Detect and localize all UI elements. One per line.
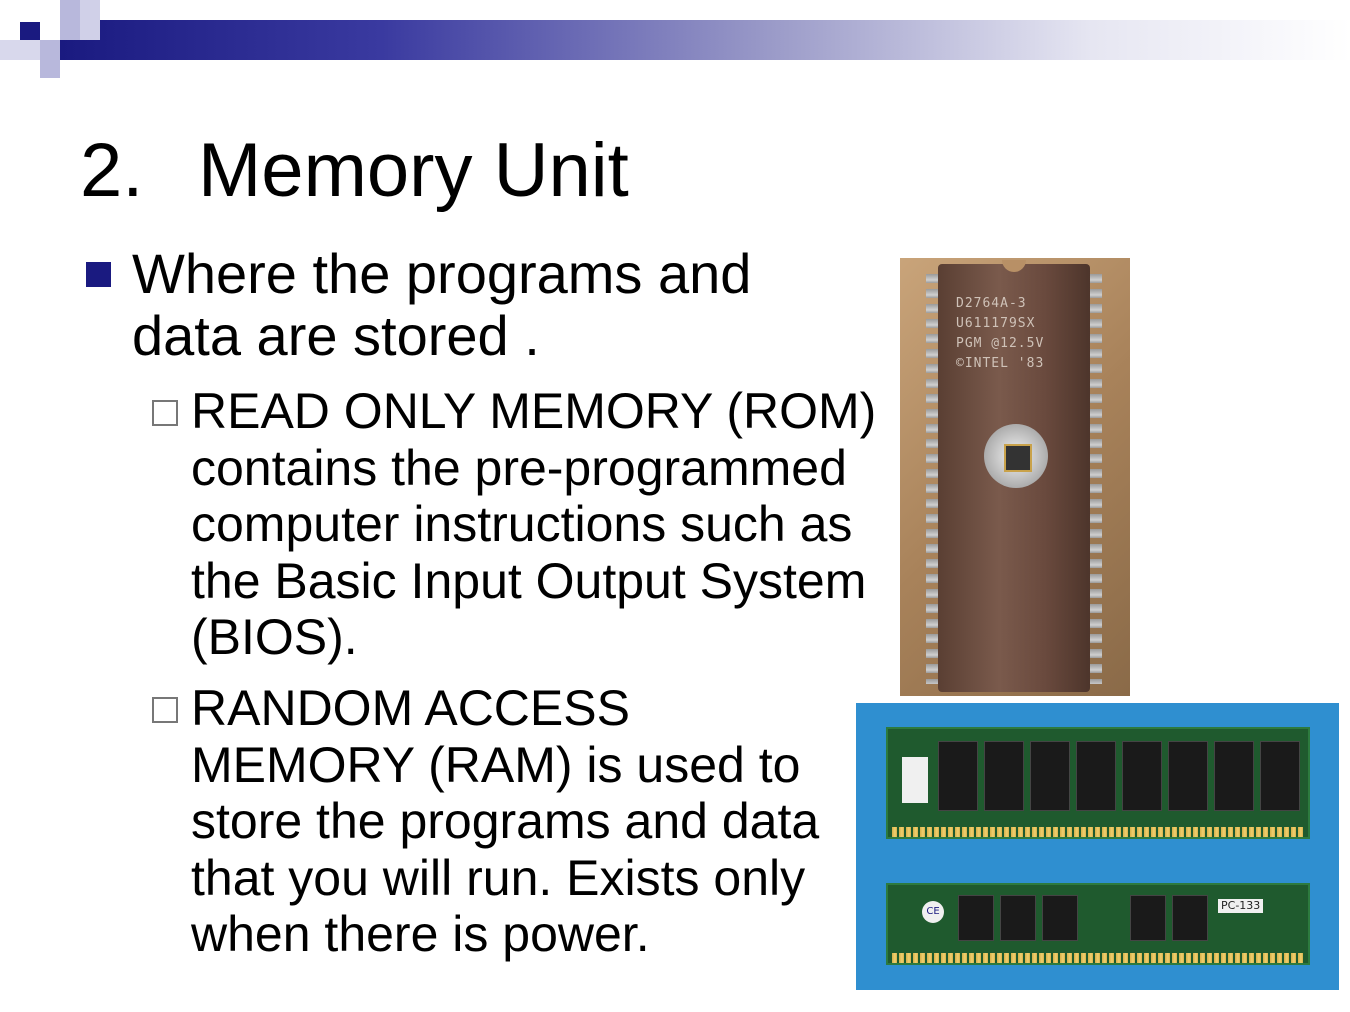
header-square-decoration <box>80 0 100 40</box>
checkbox-bullet-icon <box>152 697 178 723</box>
slide-title-number: 2. <box>80 128 144 213</box>
memory-chip <box>984 741 1024 811</box>
slide-title-text: Memory Unit <box>198 128 629 213</box>
module-contacts <box>892 953 1304 963</box>
header-gradient-bar <box>60 20 1350 60</box>
chip-print: D2764A-3 U611179SX PGM @12.5V ©INTEL '83 <box>956 294 1096 374</box>
ce-mark: CE <box>922 901 944 923</box>
chip-notch <box>1002 260 1026 272</box>
chip-pins-left <box>926 274 940 684</box>
chip-print-line: U611179SX <box>956 316 1036 331</box>
chip-print-line: PGM @12.5V <box>956 336 1045 351</box>
ram-module: CE PC-133 <box>886 883 1310 965</box>
square-bullet-icon <box>86 262 111 287</box>
memory-chip <box>1260 741 1300 811</box>
bullet-text: Where the programs and data are stored . <box>132 242 752 367</box>
chip-die <box>1004 444 1032 472</box>
sub-item-rom: READ ONLY MEMORY (ROM) contains the pre-… <box>191 383 877 665</box>
sub-item-ram: RANDOM ACCESS MEMORY (RAM) is used to st… <box>191 680 820 962</box>
memory-chip <box>1000 895 1036 941</box>
header-square-decoration <box>40 40 60 78</box>
memory-chip <box>1172 895 1208 941</box>
module-label: PC-133 <box>1218 899 1264 913</box>
memory-chip <box>1030 741 1070 811</box>
module-sticker <box>902 757 928 803</box>
memory-chip <box>1076 741 1116 811</box>
memory-chip <box>1130 895 1166 941</box>
memory-chip <box>1214 741 1254 811</box>
chip-pins-right <box>1088 274 1102 684</box>
header-square-decoration <box>0 40 40 60</box>
header-square-decoration <box>20 22 40 40</box>
memory-chip <box>1122 741 1162 811</box>
ram-modules-image: CE PC-133 <box>856 703 1339 990</box>
chip-print-line: D2764A-3 <box>956 296 1027 311</box>
memory-chip <box>1168 741 1208 811</box>
memory-chip <box>1042 895 1078 941</box>
module-contacts <box>892 827 1304 837</box>
chip-print-line: ©INTEL '83 <box>956 356 1045 371</box>
ram-module <box>886 727 1310 839</box>
slide-title: 2. Memory Unit <box>80 128 629 214</box>
memory-chip <box>938 741 978 811</box>
checkbox-bullet-icon <box>152 400 178 426</box>
rom-chip-image: D2764A-3 U611179SX PGM @12.5V ©INTEL '83 <box>900 258 1130 696</box>
memory-chip <box>958 895 994 941</box>
